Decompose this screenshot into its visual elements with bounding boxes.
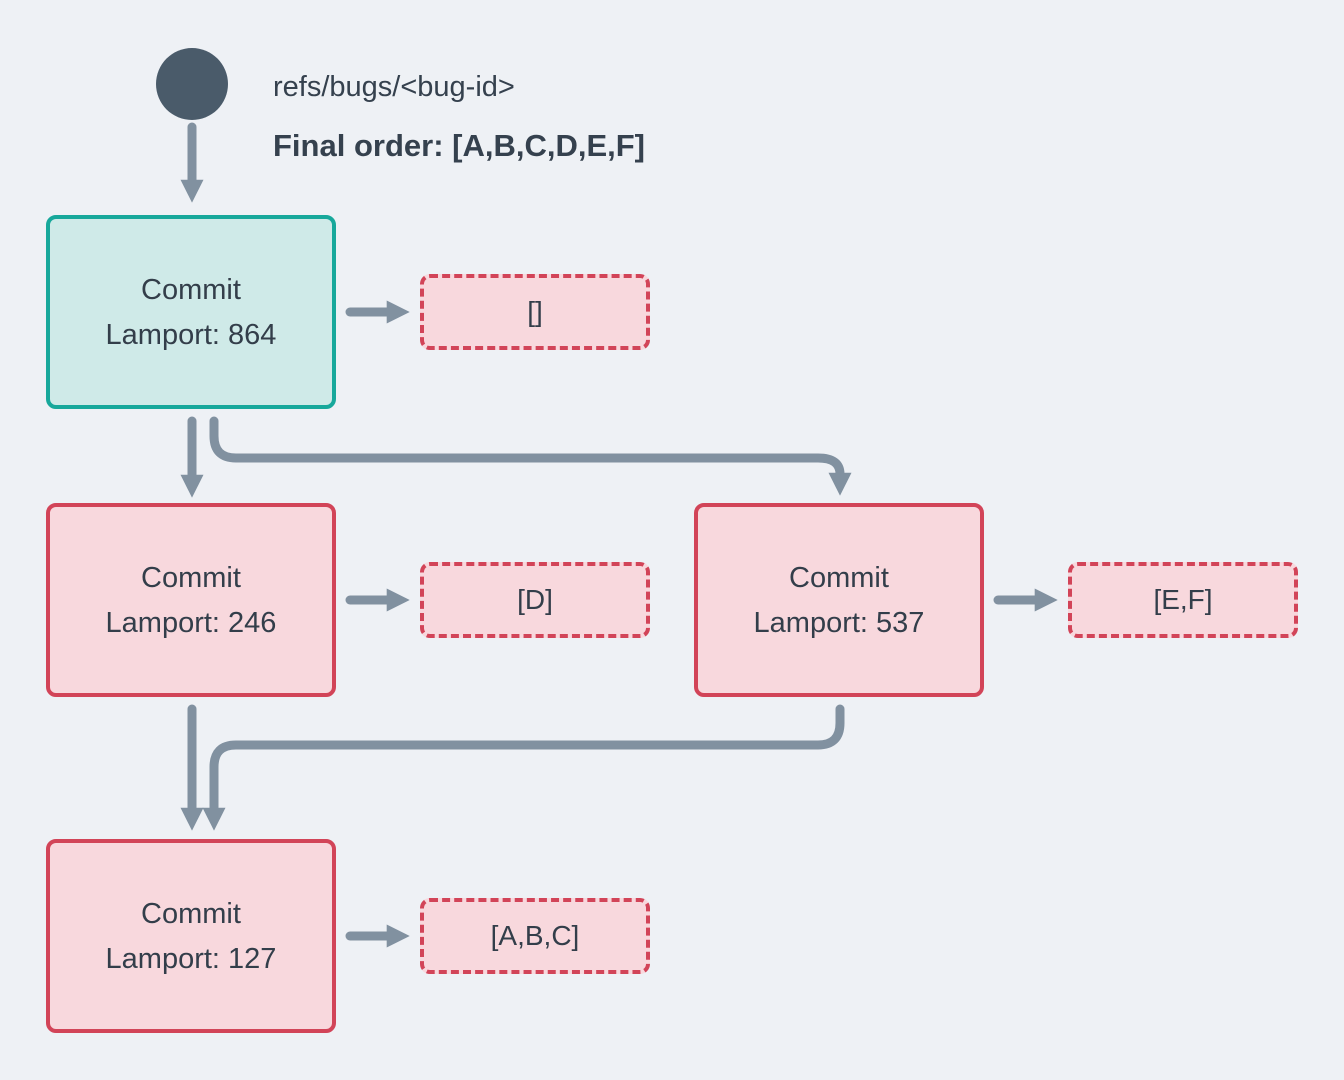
payload-node-empty: []	[420, 274, 650, 350]
payload-node-ef: [E,F]	[1068, 562, 1298, 638]
ref-head-node	[156, 48, 228, 120]
ref-label: refs/bugs/<bug-id>	[273, 71, 515, 103]
final-order-label: Final order: [A,B,C,D,E,F]	[273, 128, 645, 163]
commit-lamport: Lamport: 127	[105, 942, 277, 975]
payload-value: [A,B,C]	[490, 920, 580, 951]
commit-lamport: Lamport: 864	[105, 318, 277, 351]
payload-node-d: [D]	[420, 562, 650, 638]
payload-value: [E,F]	[1153, 584, 1213, 615]
commit-node-127: Commit Lamport: 127	[46, 839, 336, 1033]
edge-commit-864-to-commit-537	[209, 416, 852, 496]
commit-lamport: Lamport: 246	[105, 606, 277, 639]
commit-node-864: Commit Lamport: 864	[46, 215, 336, 409]
commit-title: Commit	[141, 561, 241, 594]
payload-node-abc: [A,B,C]	[420, 898, 650, 974]
commit-title: Commit	[141, 897, 241, 930]
commit-node-246: Commit Lamport: 246	[46, 503, 336, 697]
payload-value: [D]	[517, 584, 553, 615]
commit-title: Commit	[789, 561, 889, 594]
commit-lamport: Lamport: 537	[753, 606, 925, 639]
commit-title: Commit	[141, 273, 241, 306]
edge-commit-537-to-commit-127	[202, 704, 845, 831]
commit-node-537: Commit Lamport: 537	[694, 503, 984, 697]
payload-value: []	[527, 296, 543, 327]
